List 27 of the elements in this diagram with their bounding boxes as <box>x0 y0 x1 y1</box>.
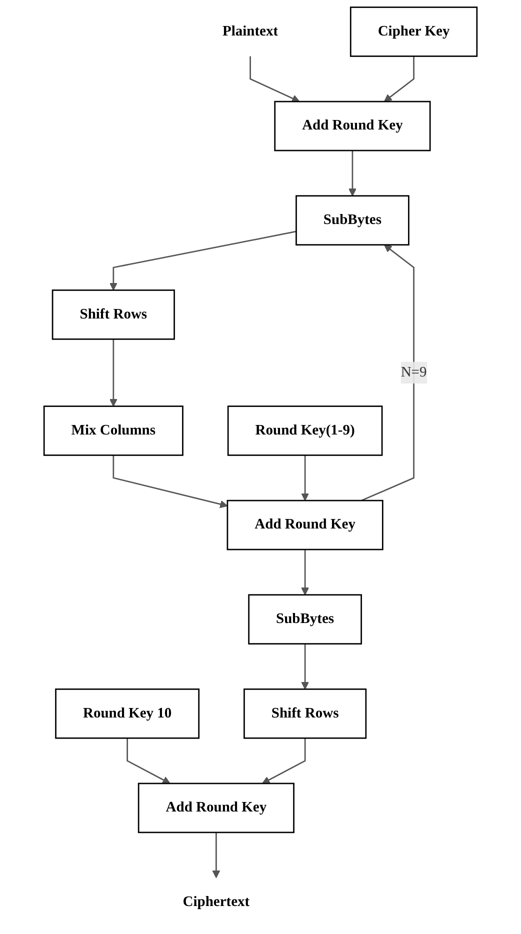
arrow <box>301 644 310 690</box>
node-box: Add Round Key <box>274 100 431 152</box>
node-text: Ciphertext <box>182 894 250 910</box>
arrow <box>126 738 170 784</box>
edge-label: N=9 <box>400 364 427 380</box>
node-box: SubBytes <box>296 195 410 246</box>
node-box: Add Round Key <box>138 782 294 834</box>
arrow <box>348 150 356 196</box>
arrow <box>109 339 118 407</box>
node-box: Shift Rows <box>52 290 175 340</box>
node-box: Round Key(1-9) <box>227 406 383 456</box>
node-box: Round Key 10 <box>55 688 200 739</box>
arrow <box>384 56 414 102</box>
arrow <box>301 550 310 596</box>
node-text: Plaintext <box>222 24 278 39</box>
node-box: Mix Columns <box>43 406 184 456</box>
arrow <box>301 455 310 501</box>
arrow <box>112 455 228 508</box>
node-box: Shift Rows <box>244 688 367 739</box>
arrow <box>250 56 300 102</box>
node-box: Add Round Key <box>226 500 384 550</box>
arrow <box>361 244 414 502</box>
arrow <box>109 230 296 291</box>
node-box: Cipher Key <box>350 6 478 57</box>
arrow <box>212 832 220 878</box>
node-box: SubBytes <box>248 594 362 644</box>
arrow <box>262 738 306 784</box>
